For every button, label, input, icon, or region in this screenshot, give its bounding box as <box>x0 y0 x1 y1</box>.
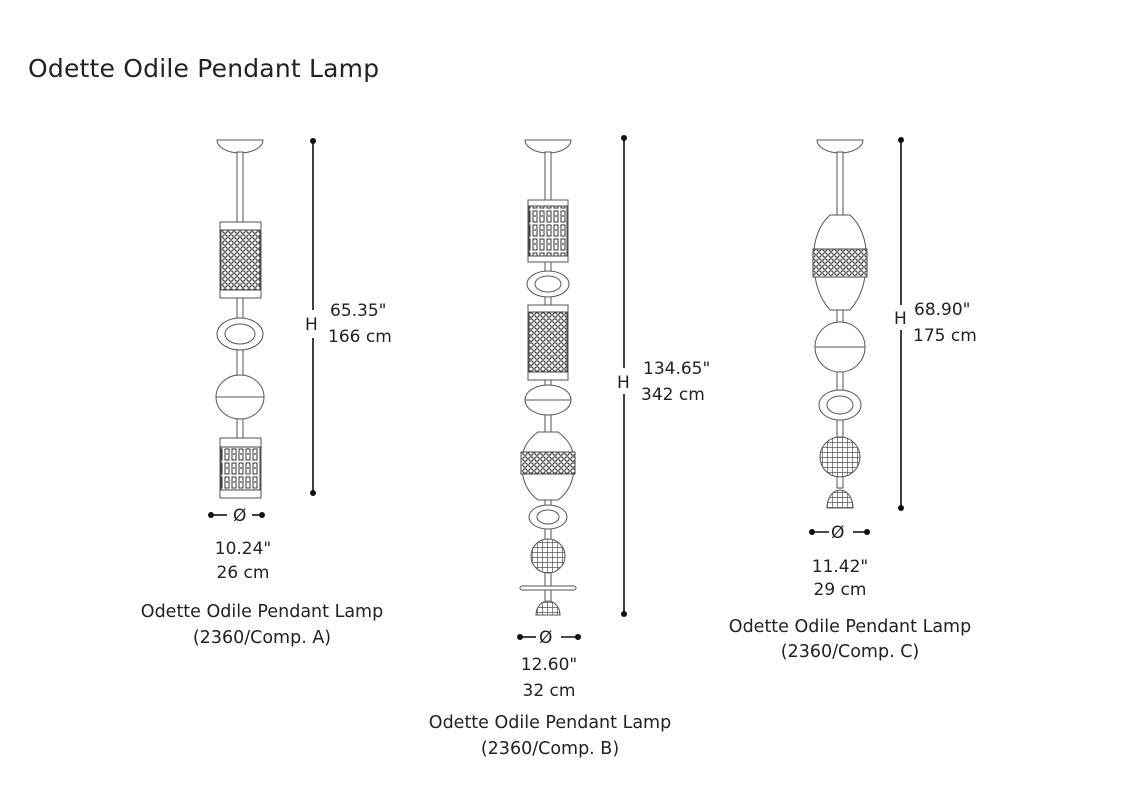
height-inches: 134.65" <box>643 359 710 379</box>
diameter-cm: 29 cm <box>814 580 867 600</box>
height-symbol: H <box>894 309 907 329</box>
diameter-inches: 12.60" <box>521 655 578 675</box>
lamp-b-drawing <box>519 139 577 616</box>
lamp-a-caption-name: Odette Odile Pendant Lamp <box>141 602 383 622</box>
lamp-b-height-dimension: H 134.65" 342 cm <box>617 135 710 617</box>
lamp-a-height-dimension: H 65.35" 166 cm <box>305 138 392 496</box>
height-inches: 65.35" <box>330 301 387 321</box>
lamp-c-height-dimension: H 68.90" 175 cm <box>894 137 977 511</box>
lamp-c-caption-name: Odette Odile Pendant Lamp <box>729 617 971 637</box>
height-cm: 175 cm <box>913 326 977 346</box>
lamp-a-drawing <box>215 139 265 499</box>
height-symbol: H <box>305 315 318 335</box>
diameter-symbol: Ø <box>233 506 246 526</box>
diameter-cm: 26 cm <box>217 563 270 583</box>
lamp-b-caption-code: (2360/Comp. B) <box>481 739 619 759</box>
diameter-inches: 10.24" <box>215 539 272 559</box>
lamp-c-diameter-dimension: Ø 11.42" 29 cm <box>809 523 870 600</box>
lamp-b-diameter-dimension: Ø 12.60" 32 cm <box>517 628 581 701</box>
lamp-a-diameter-dimension: Ø 10.24" 26 cm <box>208 506 271 583</box>
diameter-symbol: Ø <box>539 628 552 648</box>
lamp-c-drawing <box>812 139 868 509</box>
diameter-cm: 32 cm <box>523 681 576 701</box>
height-cm: 342 cm <box>641 385 705 405</box>
lamp-b-caption-name: Odette Odile Pendant Lamp <box>429 713 671 733</box>
diameter-inches: 11.42" <box>812 557 869 577</box>
height-symbol: H <box>617 373 630 393</box>
lamp-a-caption-code: (2360/Comp. A) <box>193 628 331 648</box>
page-title: Odette Odile Pendant Lamp <box>28 54 380 83</box>
height-inches: 68.90" <box>914 300 971 320</box>
diameter-symbol: Ø <box>831 523 844 543</box>
height-cm: 166 cm <box>328 327 392 347</box>
lamp-c-caption-code: (2360/Comp. C) <box>781 642 920 662</box>
canopy <box>216 139 264 154</box>
